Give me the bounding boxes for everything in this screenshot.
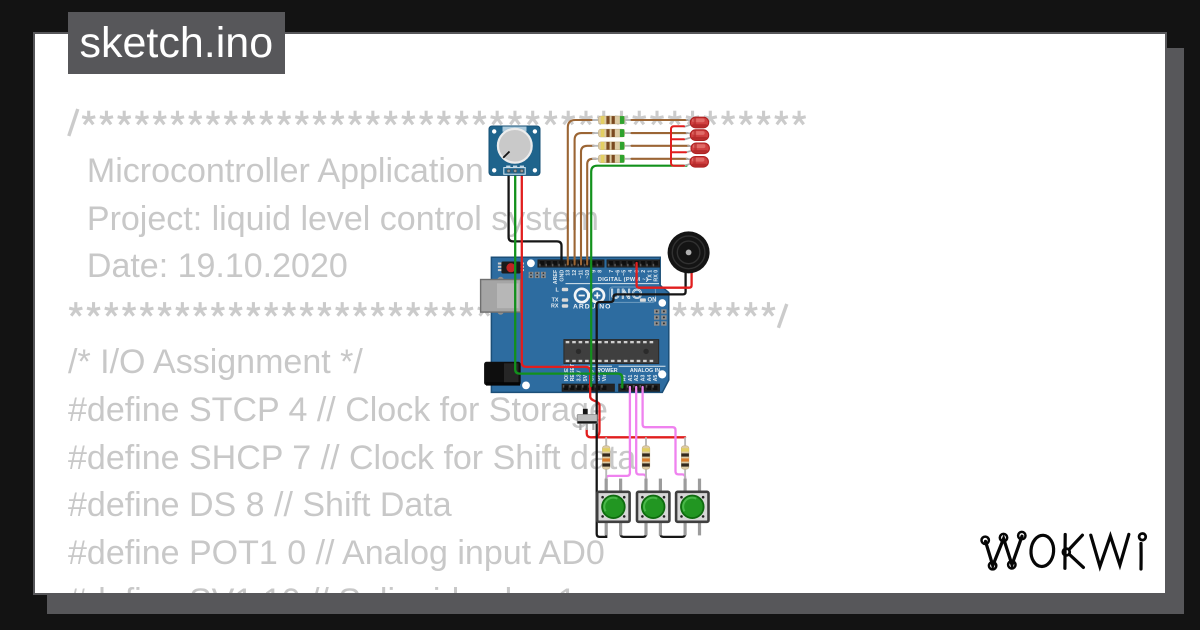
svg-text:A2: A2 — [634, 375, 640, 382]
svg-text:7: 7 — [609, 270, 615, 273]
svg-text:8: 8 — [598, 270, 604, 273]
svg-text:A4: A4 — [647, 375, 653, 382]
svg-text:~10: ~10 — [585, 270, 591, 279]
svg-text:13: 13 — [566, 270, 572, 276]
svg-text:DIGITAL (PWM ~): DIGITAL (PWM ~) — [598, 277, 648, 283]
svg-text:~5: ~5 — [622, 270, 628, 276]
svg-text:2: 2 — [641, 270, 647, 273]
svg-text:ANALOG IN: ANALOG IN — [630, 368, 660, 374]
svg-text:RESET: RESET — [570, 363, 576, 381]
svg-text:5V: 5V — [583, 374, 589, 381]
svg-text:9: 9 — [591, 270, 597, 273]
svg-text:3.3V: 3.3V — [577, 370, 583, 381]
svg-text:~6: ~6 — [615, 270, 621, 276]
svg-text:ON: ON — [648, 298, 657, 304]
svg-text:A1: A1 — [628, 375, 634, 382]
svg-text:RX 0: RX 0 — [654, 270, 660, 282]
svg-text:L: L — [556, 287, 560, 293]
svg-text:GND: GND — [596, 369, 602, 381]
svg-text:12: 12 — [572, 270, 578, 276]
svg-text:POWER: POWER — [597, 368, 617, 374]
svg-text:4: 4 — [628, 270, 634, 273]
svg-text:AREF: AREF — [553, 269, 559, 284]
svg-text:GND: GND — [559, 270, 565, 282]
svg-text:GND: GND — [589, 369, 595, 381]
svg-text:A0: A0 — [621, 375, 627, 382]
svg-text:Vin: Vin — [602, 373, 608, 381]
svg-text:~11: ~11 — [579, 270, 585, 279]
svg-text:RX: RX — [551, 303, 559, 309]
svg-text:A5: A5 — [653, 375, 659, 382]
svg-text:TX 1: TX 1 — [647, 270, 653, 281]
svg-text:A3: A3 — [641, 375, 647, 382]
svg-text:TX: TX — [552, 298, 559, 304]
